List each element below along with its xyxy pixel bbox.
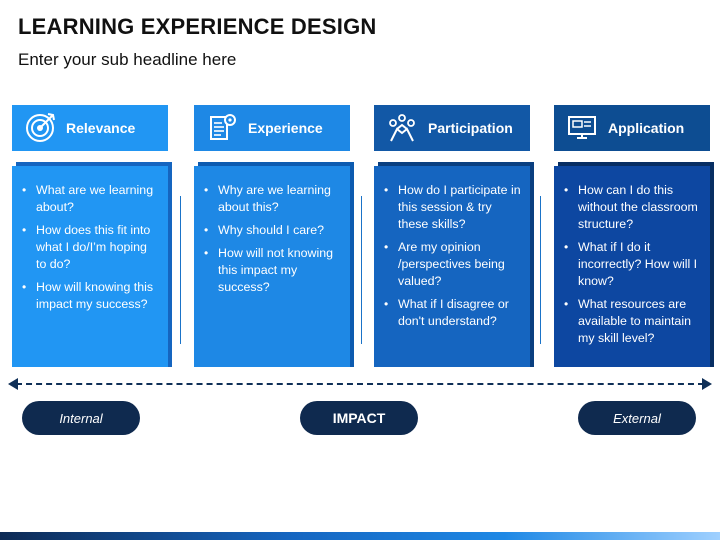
list-item: Why are we learning about this? (204, 182, 342, 216)
column-header: Application (554, 105, 710, 151)
monitor-icon (560, 105, 604, 151)
card-application: How can I do this without the classroom … (554, 166, 710, 367)
column-header: Relevance (12, 105, 168, 151)
divider (540, 196, 541, 344)
document-gear-icon (200, 105, 244, 151)
list-item: Are my opinion /perspectives being value… (384, 239, 522, 290)
column-header-label: Relevance (66, 120, 136, 136)
divider (361, 196, 362, 344)
list-item: How can I do this without the classroom … (564, 182, 702, 233)
column-header-label: Participation (428, 120, 513, 136)
arrow-left-icon (8, 378, 18, 390)
card-experience: Why are we learning about this? Why shou… (194, 166, 350, 367)
column-header-label: Experience (248, 120, 323, 136)
column-header-label: Application (608, 120, 685, 136)
arrow-right-icon (702, 378, 712, 390)
column-header: Experience (194, 105, 350, 151)
hands-together-icon (380, 105, 424, 151)
list-item: What if I do it incorrectly? How will I … (564, 239, 702, 290)
card-relevance: What are we learning about? How does thi… (12, 166, 168, 367)
list-item: Why should I care? (204, 222, 342, 239)
list-item: What are we learning about? (22, 182, 160, 216)
bullet-list: What are we learning about? How does thi… (12, 166, 168, 313)
page-subtitle: Enter your sub headline here (18, 50, 237, 69)
card-participation: How do I participate in this session & t… (374, 166, 530, 367)
bullet-list: Why are we learning about this? Why shou… (194, 166, 350, 296)
list-item: How does this fit into what I do/I’m hop… (22, 222, 160, 273)
bullet-list: How can I do this without the classroom … (554, 166, 710, 347)
divider (180, 196, 181, 344)
list-item: How will knowing this impact my success? (22, 279, 160, 313)
dashed-scale-line (16, 383, 704, 385)
page-title: LEARNING EXPERIENCE DESIGN (18, 14, 377, 39)
footer-accent-bar (0, 532, 720, 540)
bullet-list: How do I participate in this session & t… (374, 166, 530, 330)
list-item: What if I disagree or don't understand? (384, 296, 522, 330)
list-item: How do I participate in this session & t… (384, 182, 522, 233)
column-header: Participation (374, 105, 530, 151)
impact-pill: IMPACT (300, 401, 418, 435)
list-item: What resources are available to maintain… (564, 296, 702, 347)
internal-pill: Internal (22, 401, 140, 435)
external-pill: External (578, 401, 696, 435)
target-icon (18, 105, 62, 151)
list-item: How will not knowing this impact my succ… (204, 245, 342, 296)
